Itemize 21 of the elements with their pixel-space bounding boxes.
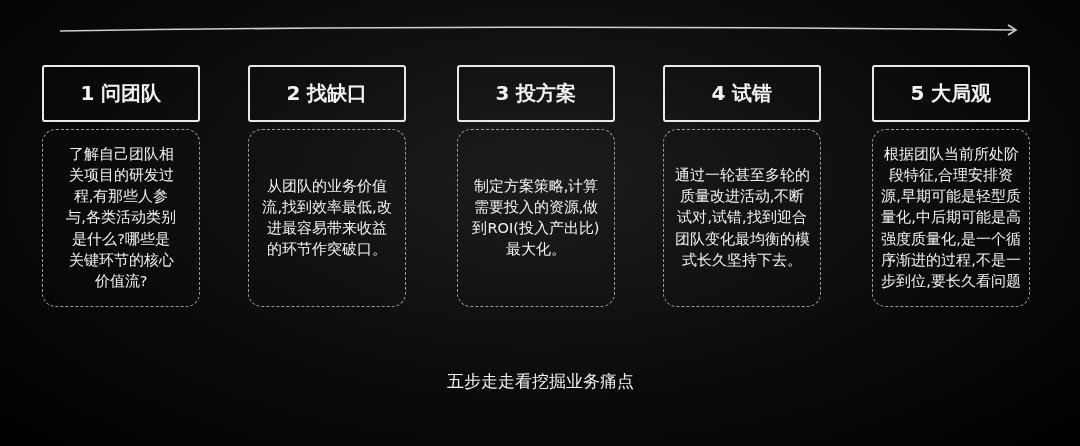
step-title: 4 试错 (711, 80, 773, 107)
step-description: 制定方案策略,计算需要投入的资源,做到ROI(投入产出比)最大化。 (471, 176, 601, 259)
step-description: 从团队的业务价值流,找到效率最低,改进最容易带来收益的环节作突破口。 (261, 176, 393, 259)
step-description: 通过一轮甚至多轮的质量改进活动,不断试对,试错,找到迎合团队变化最均衡的模式长久坚持下去。 (674, 166, 810, 270)
step-header-box (457, 65, 615, 122)
description-box (457, 129, 615, 307)
step-title: 3 投方案 (495, 80, 577, 107)
step-title: 5 大局观 (910, 80, 992, 107)
description-box (42, 129, 200, 307)
description-box (248, 129, 406, 307)
step-header-box (42, 65, 200, 122)
step-header-box (663, 65, 821, 122)
step-header-box (248, 65, 406, 122)
step-header-box (872, 65, 1030, 122)
step-title: 1 问团队 (80, 80, 162, 107)
description-box (663, 129, 821, 307)
step-title: 2 找缺口 (286, 80, 368, 107)
caption: 五步走走看挖掘业务痛点 (446, 370, 634, 393)
description-box (872, 129, 1030, 307)
step-description: 根据团队当前所处阶段特征,合理安排资源,早期可能是轻型质量化,中后期可能是高强度质量化,是一个循序渐进的过程,不是一步到位,要长久看问题 (880, 145, 1022, 291)
step-description: 了解自己团队相关项目的研发过程,有那些人参与,各类活动类别是什么?哪些是关键环节的核心价值流? (65, 145, 177, 291)
